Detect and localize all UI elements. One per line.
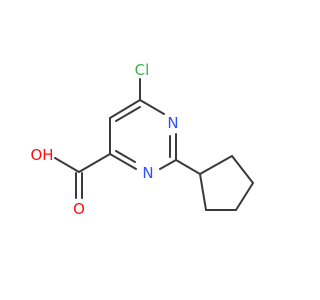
pyrimidine-ring (109, 78, 177, 170)
cyclopentyl-group (175, 155, 254, 211)
bond-cp2-cp3 (231, 155, 254, 184)
bond-ccooh-oh (54, 157, 80, 173)
structure-canvas: Cl N N OH O (30, 61, 254, 218)
bond-n3-c4-inner (115, 150, 136, 163)
carboxylic-acid-group (54, 153, 111, 199)
atom-label-nitrogen-top: N (167, 114, 178, 132)
bond-c2-n3 (159, 159, 177, 170)
bond-n3-c4 (109, 153, 137, 170)
bond-c4-ccooh (78, 153, 111, 173)
bond-cp5-cp1 (199, 173, 207, 211)
atom-label-hydroxyl: OH (30, 146, 53, 164)
atom-label-chlorine: Cl (135, 61, 150, 79)
bond-c6-n1 (139, 99, 165, 115)
bond-c5-c6 (109, 99, 141, 119)
molecule-drawing: Cl N N OH O (30, 61, 254, 218)
bond-c5-c6-inner (115, 106, 141, 122)
atom-label-carbonyl-oxygen: O (73, 200, 85, 218)
bond-c2-cp1 (175, 159, 201, 175)
bond-cp3-cp4 (235, 182, 254, 211)
bond-cp1-cp2 (199, 155, 233, 175)
atom-label-nitrogen-bottom: N (142, 164, 153, 182)
